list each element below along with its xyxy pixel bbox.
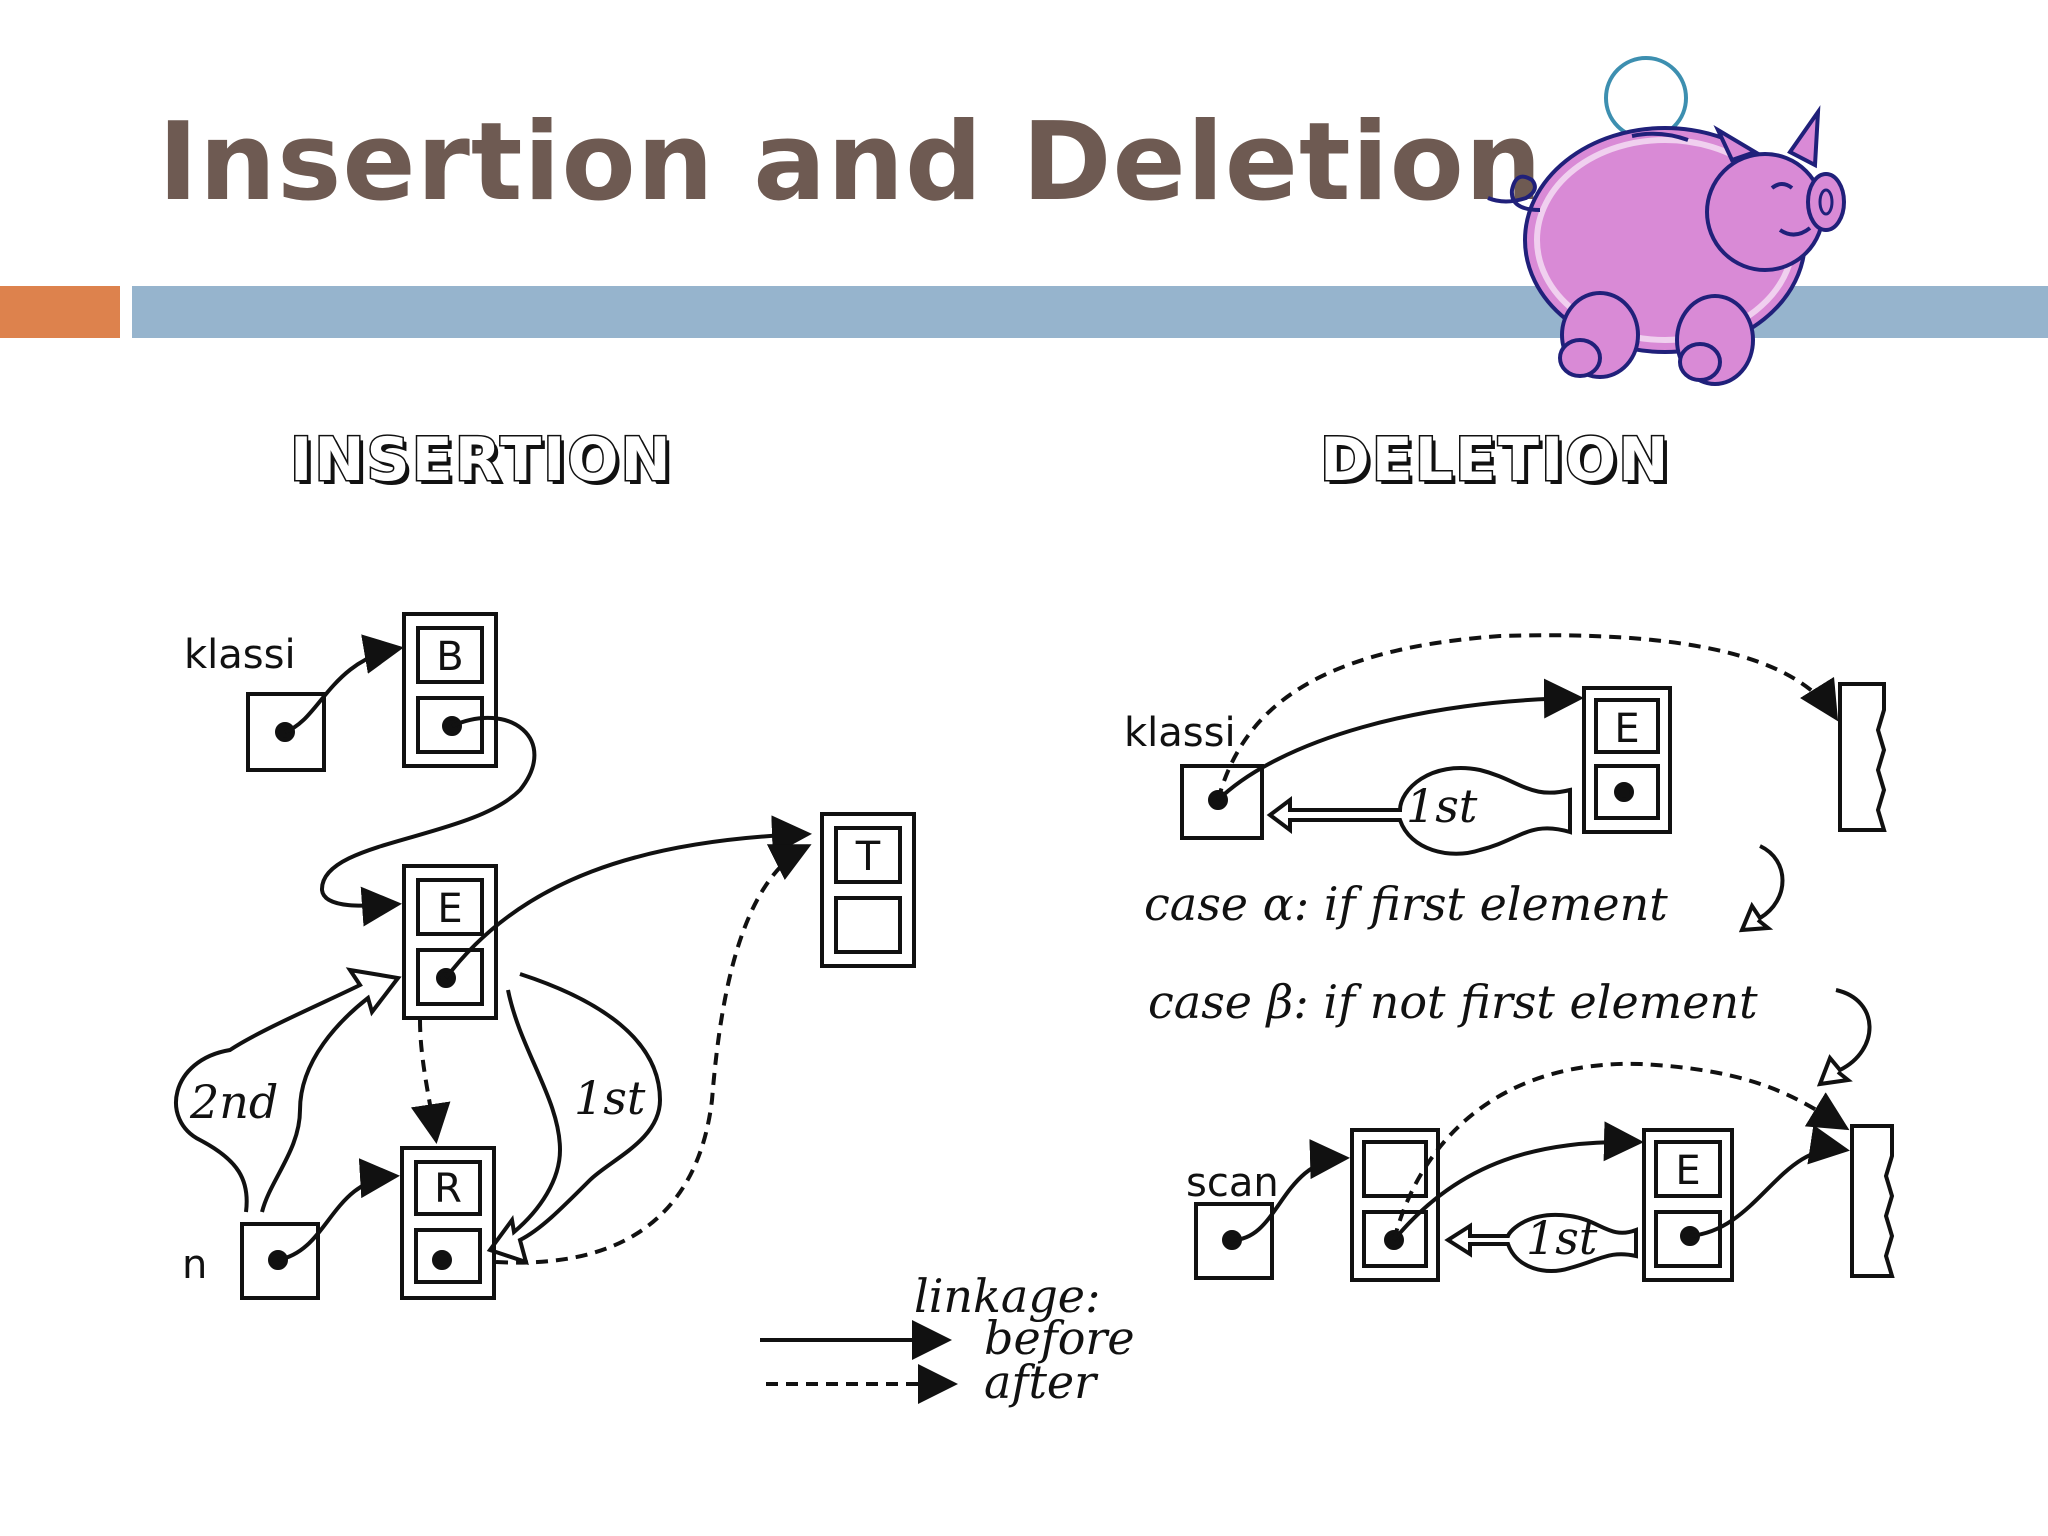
deletion-first-step-top: 1st xyxy=(1406,779,1478,833)
deletion-node-e-top-letter: E xyxy=(1614,706,1639,752)
deletion-klassi-pointer-box xyxy=(1180,764,1264,840)
node-e xyxy=(402,864,498,1020)
scan-label: scan xyxy=(1186,1160,1279,1206)
deletion-node-e-bottom xyxy=(1642,1128,1734,1282)
case-beta-label: case β: if not first element xyxy=(1148,975,1758,1029)
deletion-node-e-bottom-letter: E xyxy=(1675,1148,1700,1194)
deletion-node-prev xyxy=(1350,1128,1440,1282)
piggy-bank-icon xyxy=(1487,56,1846,386)
deletion-first-step-bottom: 1st xyxy=(1526,1211,1598,1265)
slide-title: Insertion and Deletion xyxy=(158,100,1543,225)
node-b xyxy=(402,612,498,768)
n-pointer-box xyxy=(240,1222,320,1300)
node-e-letter: E xyxy=(437,886,462,932)
node-b-letter: B xyxy=(436,634,463,680)
deletion-node-e-top xyxy=(1582,686,1672,834)
insertion-diagram xyxy=(174,612,916,1300)
legend-before: before xyxy=(984,1311,1135,1365)
node-r-letter: R xyxy=(434,1166,462,1212)
legend-title: linkage: xyxy=(914,1269,1101,1323)
deletion-klassi-label: klassi xyxy=(1124,710,1236,756)
node-t-letter: T xyxy=(855,834,881,880)
legend-after: after xyxy=(984,1355,1099,1409)
node-t xyxy=(820,812,916,968)
linkage-legend xyxy=(760,1320,958,1404)
scan-pointer-box xyxy=(1194,1202,1274,1280)
deletion-diagram xyxy=(1180,633,1895,1282)
node-r xyxy=(400,1146,496,1300)
second-step-label: 2nd xyxy=(189,1075,278,1129)
insertion-n-label: n xyxy=(182,1242,207,1288)
first-step-label: 1st xyxy=(574,1071,646,1125)
accent-bar-orange xyxy=(0,286,120,338)
deletion-heading: DELETION xyxy=(1318,424,1671,497)
klassi-pointer-box xyxy=(246,692,326,772)
case-alpha-label: case α: if first element xyxy=(1144,877,1668,931)
insertion-heading: INSERTION xyxy=(289,424,673,497)
insertion-klassi-label: klassi xyxy=(184,632,296,678)
